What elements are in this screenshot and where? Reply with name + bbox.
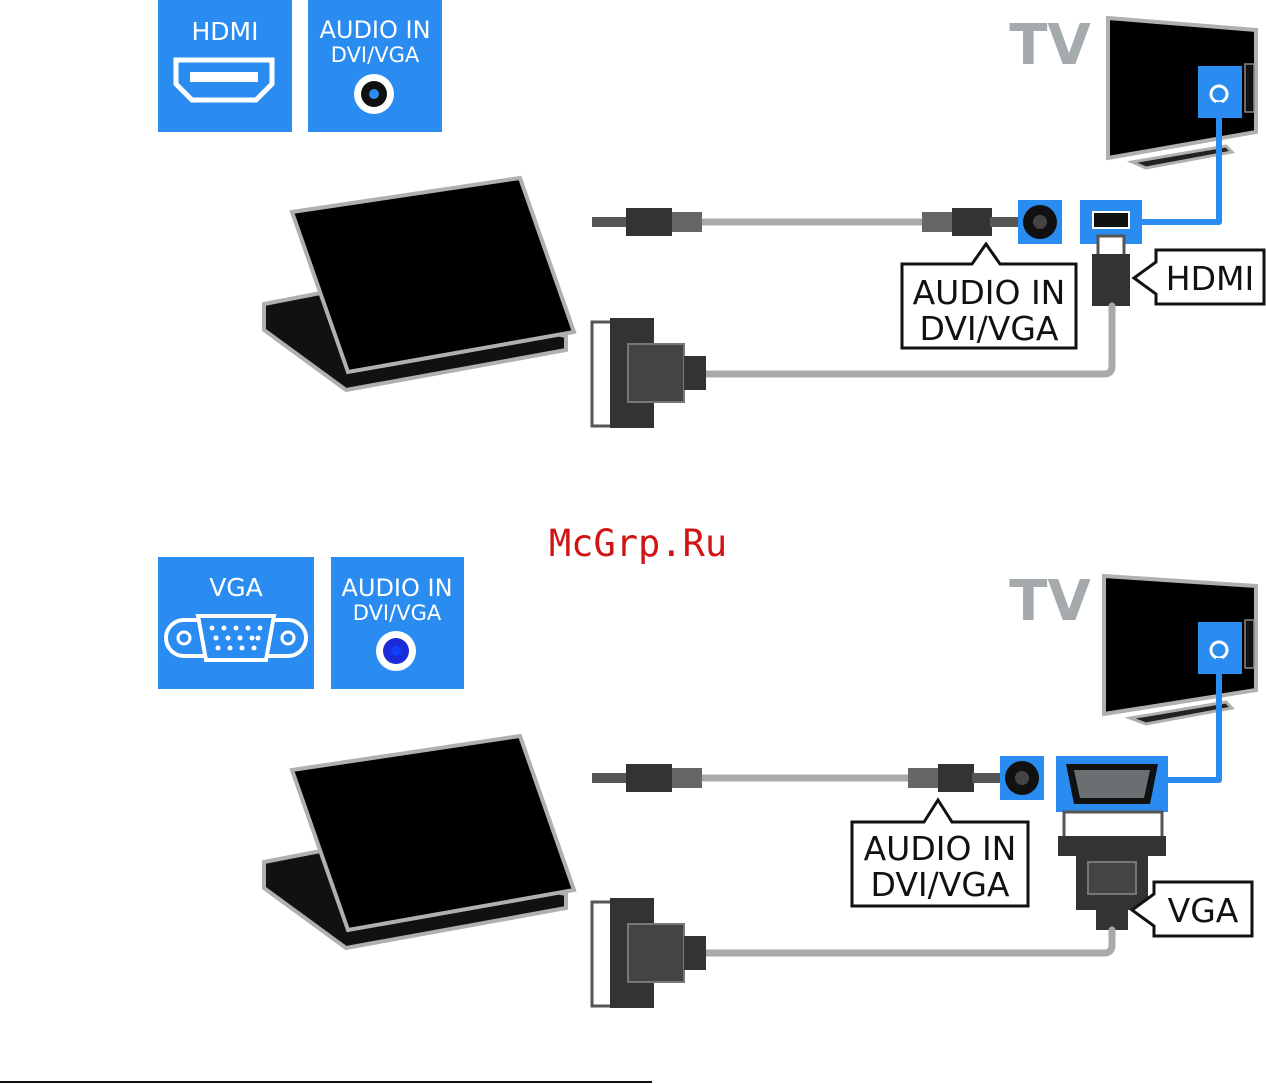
audio-badge-line2: DVI/VGA bbox=[331, 43, 420, 67]
dvi-connector bbox=[592, 318, 706, 428]
hdmi-port-badge: HDMI bbox=[158, 0, 292, 132]
audio-callout-line1: AUDIO IN bbox=[864, 829, 1017, 868]
vga-badge-label: VGA bbox=[209, 573, 263, 602]
laptop-icon bbox=[264, 736, 574, 948]
tv-icon bbox=[1104, 576, 1256, 724]
audio-cable bbox=[592, 208, 1020, 236]
hdmi-badge-label: HDMI bbox=[192, 17, 259, 46]
audio-in-badge: AUDIO IN DVI/VGA bbox=[331, 557, 464, 689]
audio-jack-icon bbox=[376, 631, 416, 671]
vga-cable bbox=[706, 930, 1112, 953]
audio-in-badge: AUDIO IN DVI/VGA bbox=[308, 0, 442, 132]
dvi-connector bbox=[592, 898, 706, 1008]
vga-port-badge: VGA bbox=[158, 557, 314, 689]
vga-diagram: VGA AUDIO IN DVI/VGA bbox=[158, 557, 1256, 1008]
tv-label: TV bbox=[1009, 13, 1091, 78]
hdmi-callout-label: HDMI bbox=[1166, 259, 1254, 298]
vga-callout-label: VGA bbox=[1168, 891, 1239, 930]
audio-badge-line2: DVI/VGA bbox=[353, 601, 442, 625]
audio-jack-icon bbox=[354, 74, 394, 114]
audio-cable bbox=[592, 764, 1002, 792]
laptop-icon bbox=[264, 178, 574, 390]
tv-label: TV bbox=[1009, 569, 1091, 634]
audio-callout-line2: DVI/VGA bbox=[871, 865, 1010, 904]
audio-callout-line1: AUDIO IN bbox=[913, 273, 1066, 312]
audio-in-callout: AUDIO IN DVI/VGA bbox=[852, 800, 1028, 906]
watermark: McGrp.Ru bbox=[549, 522, 727, 565]
audio-badge-line1: AUDIO IN bbox=[341, 574, 452, 602]
hdmi-callout: HDMI bbox=[1134, 250, 1264, 304]
hdmi-plug bbox=[1092, 236, 1130, 306]
audio-callout-line2: DVI/VGA bbox=[920, 309, 1059, 348]
tv-audio-jack bbox=[1018, 200, 1062, 244]
hdmi-diagram: HDMI AUDIO IN DVI/VGA TV bbox=[158, 0, 1264, 428]
audio-badge-line1: AUDIO IN bbox=[319, 16, 430, 44]
vga-callout: VGA bbox=[1132, 882, 1252, 936]
audio-in-callout: AUDIO IN DVI/VGA bbox=[902, 244, 1076, 348]
tv-icon bbox=[1108, 18, 1256, 168]
tv-audio-jack bbox=[1000, 756, 1044, 800]
tv-vga-port bbox=[1056, 756, 1168, 812]
